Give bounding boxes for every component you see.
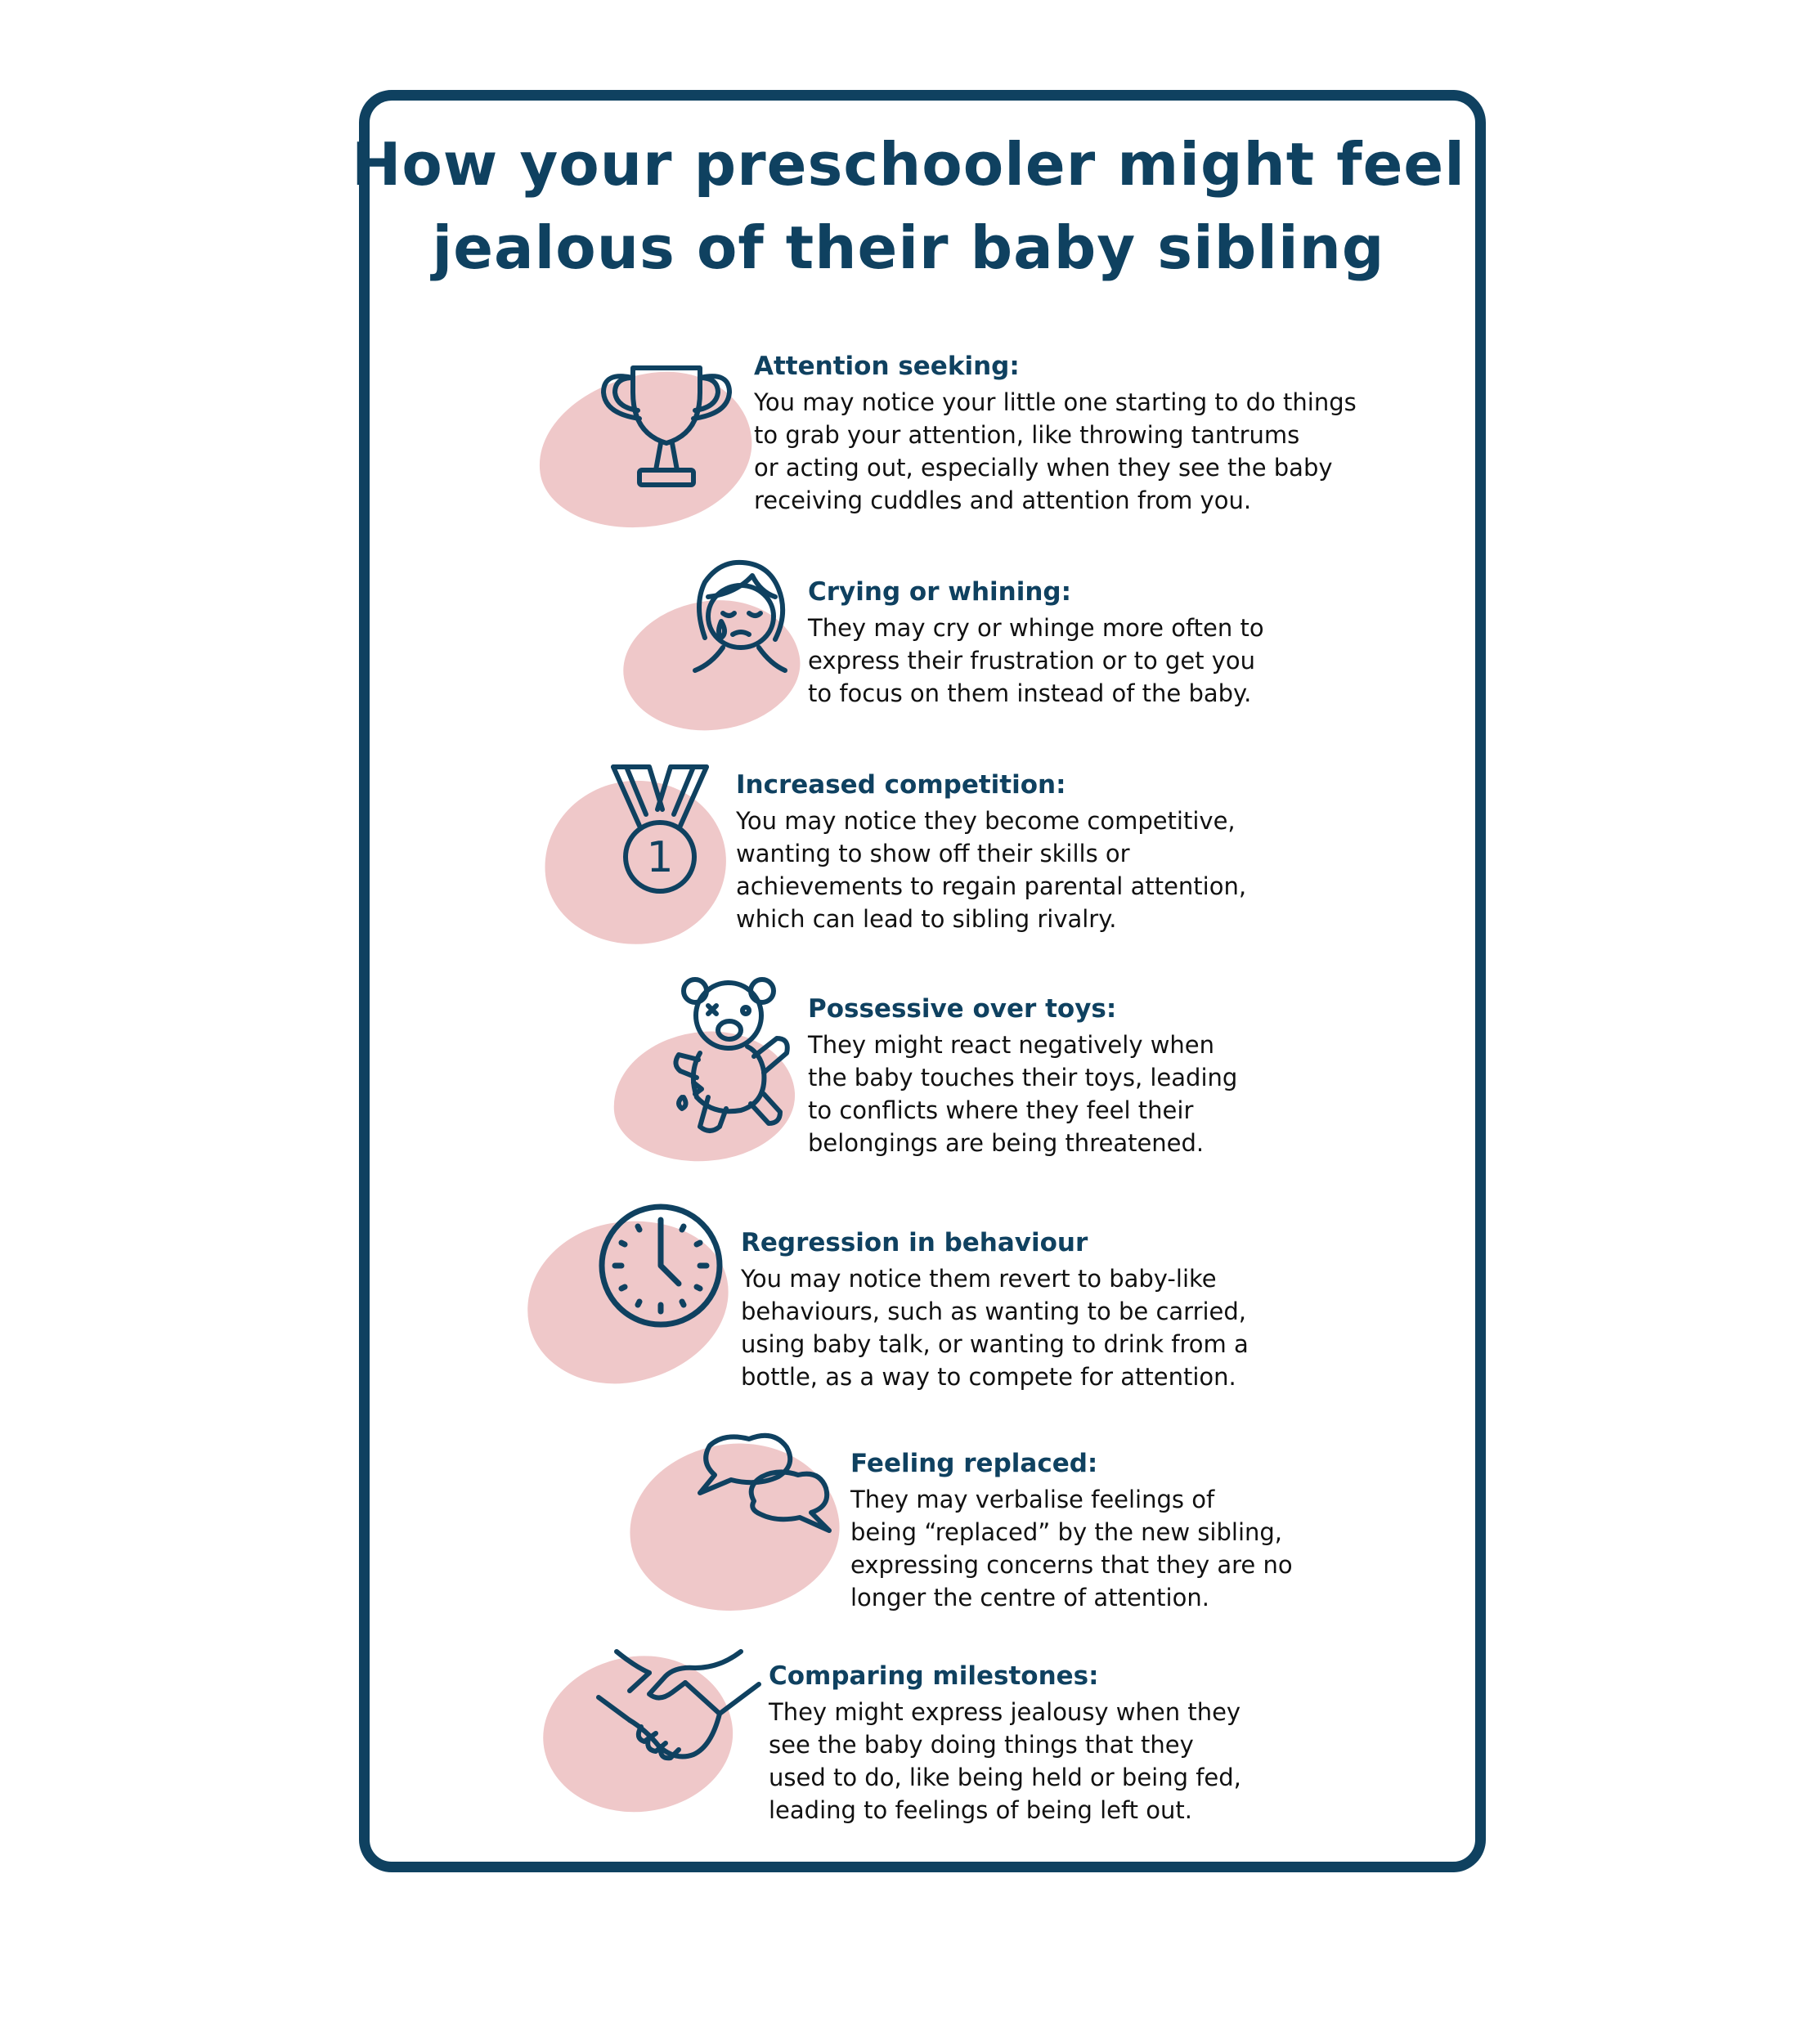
teddy-bear-icon [672,975,795,1138]
item-description: They may cry or whinge more often to exp… [808,614,1264,707]
clock-icon [597,1202,725,1329]
handshake-icon [596,1648,761,1771]
item-heading: Possessive over toys: [808,994,1117,1024]
item-heading: Comparing milestones: [769,1661,1099,1691]
item-heading: Increased competition: [736,770,1066,800]
crying-child-icon [687,556,793,679]
trophy-icon [597,360,736,491]
speech-bubbles-icon [692,1429,832,1539]
item-heading: Regression in behaviour [741,1228,1088,1257]
medal-number: 1 [646,833,673,882]
item-description: They might express jealousy when they se… [769,1698,1241,1824]
medal-icon: 1 [608,760,711,899]
item-description: You may notice they become competitive, … [736,807,1247,933]
item-description: You may notice your little one starting … [754,388,1357,514]
item-description: They may verbalise feelings of being “re… [850,1486,1293,1611]
item-heading: Crying or whining: [808,577,1071,607]
item-description: They might react negatively when the bab… [808,1031,1238,1157]
title-line-1: How your preschooler might feel [352,130,1465,199]
item-description: You may notice them revert to baby-like … [741,1265,1249,1391]
item-heading: Attention seeking: [754,352,1020,381]
page-title: How your preschooler might feel jealous … [0,123,1817,289]
infographic-card [359,90,1486,1872]
item-heading: Feeling replaced: [850,1449,1098,1478]
title-line-2: jealous of their baby sibling [432,213,1385,282]
